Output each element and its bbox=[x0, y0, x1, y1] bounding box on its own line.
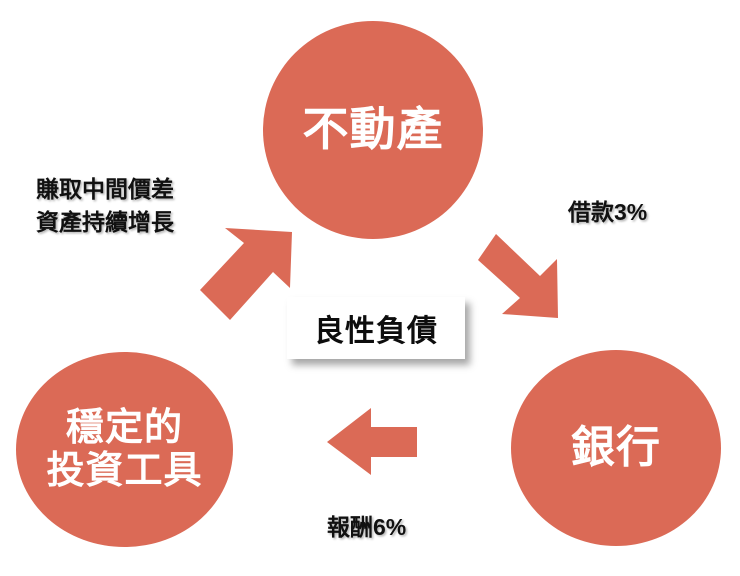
node-bank-label: 銀行 bbox=[571, 423, 661, 473]
node-bank: 銀行 bbox=[511, 350, 721, 546]
arrow-down-right-icon bbox=[478, 232, 584, 334]
arrow-down-right-svg bbox=[478, 234, 558, 318]
edge-label-line-2: 資產持續增長 bbox=[36, 208, 174, 235]
node-real-estate-label: 不動產 bbox=[302, 103, 444, 156]
edge-label-investment-to-real-estate: 賺取中間價差 資產持續增長 bbox=[36, 173, 174, 238]
arrow-left-icon bbox=[327, 404, 419, 478]
edge-label-real-estate-to-bank: 借款3% bbox=[568, 199, 648, 225]
node-investment-tool-label-line-2: 投資工具 bbox=[46, 449, 203, 492]
center-label-text: 良性負債 bbox=[314, 315, 438, 348]
edge-label-bank-to-investment: 報酬6% bbox=[327, 514, 407, 540]
arrow-up-right-icon bbox=[196, 228, 296, 324]
arrow-left-svg bbox=[327, 408, 417, 475]
node-real-estate: 不動產 bbox=[263, 21, 483, 239]
node-investment-tool-label-line-1: 穩定的 bbox=[65, 406, 183, 449]
arrow-up-right-svg bbox=[200, 228, 292, 320]
edge-label-line-1: 賺取中間價差 bbox=[36, 176, 174, 202]
center-label-box: 良性負債 bbox=[287, 297, 465, 359]
node-investment-tool: 穩定的 投資工具 bbox=[16, 352, 233, 547]
